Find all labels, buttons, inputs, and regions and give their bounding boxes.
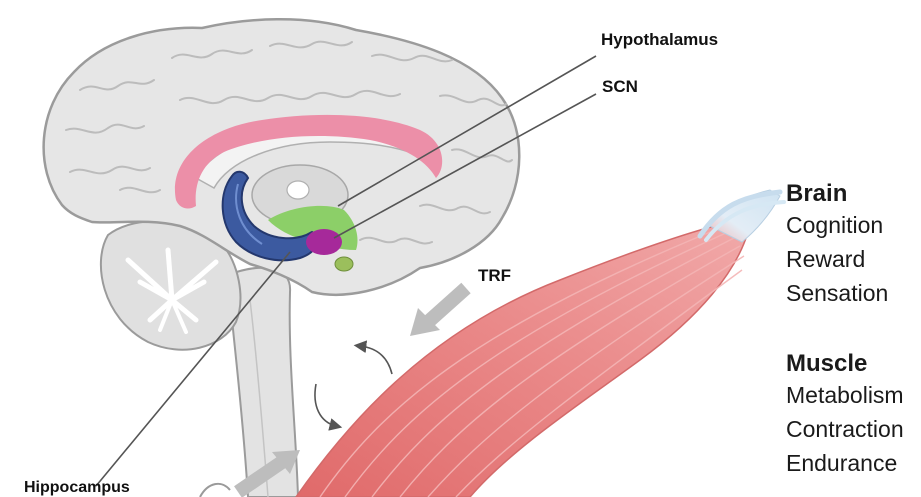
pituitary	[334, 256, 354, 272]
interthalamic-adhesion	[286, 180, 310, 200]
brain-item-cognition: Cognition	[786, 212, 884, 238]
brain-panel: Brain Cognition Reward Sensation	[786, 180, 888, 310]
hypothalamus-leader-line	[337, 55, 597, 207]
scn-region	[306, 229, 342, 255]
brain-item-reward: Reward	[786, 246, 866, 272]
muscle-panel-title: Muscle	[786, 350, 868, 377]
trf-arrow-down	[410, 282, 471, 336]
scn-leader-line	[333, 93, 597, 239]
scn-label: SCN	[602, 77, 638, 96]
trf-label: TRF	[478, 266, 512, 285]
muscle-item-metabolism: Metabolism	[786, 382, 904, 408]
hippocampus-region	[221, 170, 319, 262]
corpus-callosum	[174, 114, 443, 209]
muscle-item-contraction: Contraction	[786, 416, 904, 442]
muscle-loop	[199, 482, 231, 497]
hypothalamus-label: Hypothalamus	[601, 30, 719, 49]
brain-item-sensation: Sensation	[786, 280, 889, 306]
trf-arrow-up	[234, 450, 300, 497]
muscle-item-endurance: Endurance	[786, 450, 898, 476]
feedback-arrow-up	[353, 340, 393, 375]
feedback-arrow-down	[314, 383, 343, 431]
muscle-panel: Muscle Metabolism Contraction Endurance	[786, 350, 904, 480]
brain-panel-title: Brain	[786, 180, 848, 207]
hippocampus-leader-line	[95, 251, 291, 487]
muscle	[295, 189, 786, 497]
hippocampus-label: Hippocampus	[24, 479, 130, 496]
